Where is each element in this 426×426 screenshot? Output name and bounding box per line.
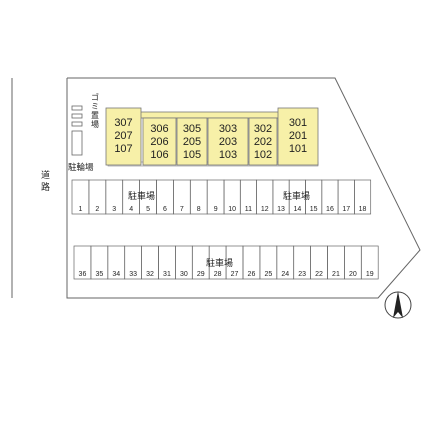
road-label-char-2: 路 [41, 181, 50, 192]
parking-slot-number: 3 [112, 206, 116, 213]
parking-slot-number: 23 [298, 271, 306, 278]
parking-slot-number: 19 [366, 271, 374, 278]
parking-slot-number: 20 [349, 271, 357, 278]
room-number: 306 [150, 123, 168, 135]
parking-slot-number: 18 [359, 206, 367, 213]
room-number: 205 [183, 136, 201, 148]
room-number: 307 [114, 117, 132, 129]
parking-slot [354, 179, 372, 215]
parking-slot-number: 16 [326, 206, 334, 213]
room-number: 206 [150, 136, 168, 148]
parking-slot-number: 29 [197, 271, 205, 278]
parking-slot-number: 26 [248, 271, 256, 278]
north-arrow-icon [384, 291, 412, 319]
parking-slot-number: 6 [163, 206, 167, 213]
room-number: 201 [289, 130, 307, 142]
building-block [207, 117, 249, 166]
garbage-bin [71, 105, 83, 111]
parking-slot-number: 1 [78, 206, 82, 213]
parking-slot-number: 22 [315, 271, 323, 278]
bike-parking-label: 駐輪場 [68, 162, 94, 172]
parking-slot-number: 36 [79, 271, 87, 278]
parking-slot-number: 35 [95, 271, 103, 278]
parking-slot-number: 32 [146, 271, 154, 278]
parking-slot-number: 9 [214, 206, 218, 213]
parking-slot-number: 7 [180, 206, 184, 213]
room-number: 106 [150, 149, 168, 161]
parking-slot-number: 13 [277, 206, 285, 213]
parking-slot-number: 30 [180, 271, 188, 278]
parking-slot-number: 25 [264, 271, 272, 278]
road-label-char-1: 道 [41, 169, 50, 180]
parking-slot-number: 17 [342, 206, 350, 213]
buildings: 3072071073062061063052051053032031033022… [105, 107, 319, 166]
building-block [248, 117, 278, 166]
garbage-bin [71, 113, 83, 119]
parking-slot-number: 31 [163, 271, 171, 278]
parking-slot-number: 5 [146, 206, 150, 213]
parking-slot-number: 33 [129, 271, 137, 278]
garbage-label-char: 場 [91, 119, 99, 129]
parking-slot [360, 245, 379, 280]
building-block [176, 117, 208, 166]
building-block [142, 117, 177, 166]
room-number: 302 [254, 123, 272, 135]
parking-slot-number: 24 [281, 271, 289, 278]
parking-slot-number: 21 [332, 271, 340, 278]
parking-label-left: 駐車場 [128, 190, 155, 201]
room-number: 107 [114, 143, 132, 155]
room-number: 305 [183, 123, 201, 135]
building-block [277, 107, 319, 166]
room-number: 105 [183, 149, 201, 161]
room-number: 203 [219, 136, 237, 148]
parking-slot-number: 12 [261, 206, 269, 213]
parking-slot-number: 11 [245, 206, 252, 213]
parking-label-bottom: 駐車場 [206, 257, 233, 268]
room-number: 101 [289, 143, 307, 155]
parking-bottom-row: 36 35 34 33 32 31 30 29 28 27 26 25 24 23 22 21 20 19 [73, 245, 379, 280]
building-block [105, 107, 142, 166]
parking-slot-number: 28 [214, 271, 222, 278]
parking-slot-number: 15 [310, 206, 318, 213]
parking-slot-number: 2 [95, 206, 99, 213]
garbage-bin [71, 121, 83, 127]
bike-parking-box [71, 130, 83, 156]
parking-slot-number: 34 [112, 271, 120, 278]
parking-slot-number: 4 [129, 206, 133, 213]
parking-slot-number: 10 [228, 206, 236, 213]
parking-slot-number: 8 [197, 206, 201, 213]
room-number: 303 [219, 123, 237, 135]
parking-label-right: 駐車場 [283, 190, 310, 201]
room-number: 301 [289, 117, 307, 129]
garbage-label-char: ミ [91, 102, 99, 111]
room-number: 102 [254, 149, 272, 161]
room-number: 103 [219, 149, 237, 161]
garbage-label-char: ゴ [91, 92, 99, 102]
room-number: 202 [254, 136, 272, 148]
garbage-label-char: 置 [91, 111, 99, 120]
site-boundary [66, 77, 421, 299]
building-corridor [139, 111, 281, 119]
parking-slot-number: 27 [231, 271, 239, 278]
room-number: 207 [114, 130, 132, 142]
parking-slot-number: 14 [293, 206, 301, 213]
